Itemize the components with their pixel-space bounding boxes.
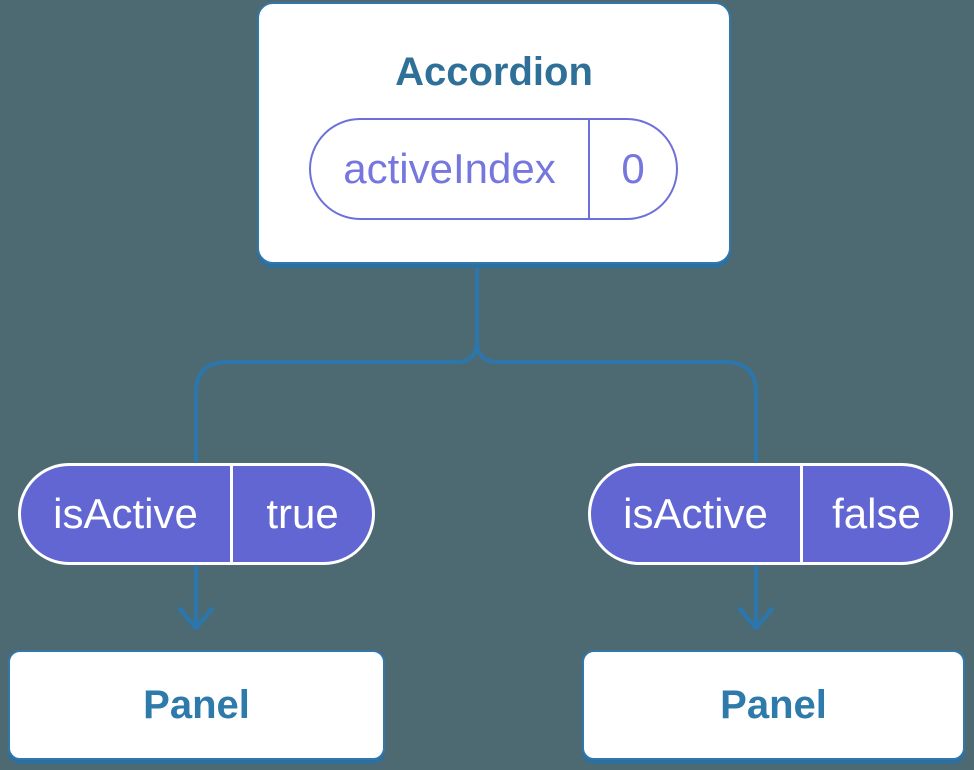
prop-pill-isactive-true: isActive true — [18, 463, 375, 565]
state-value-label: 0 — [621, 145, 645, 192]
accordion-node-title: Accordion — [395, 50, 593, 94]
prop-name-label: isActive — [591, 466, 803, 562]
prop-pill-isactive-false: isActive false — [588, 463, 953, 565]
branch-left-line — [194, 264, 479, 463]
panel-node-left: Panel — [8, 650, 385, 760]
prop-value-label: false — [832, 490, 921, 537]
panel-node-right: Panel — [582, 650, 965, 760]
arrow-down-right-icon — [737, 564, 775, 631]
state-pill-activeindex: activeIndex 0 — [309, 118, 678, 220]
panel-node-title: Panel — [720, 682, 827, 727]
prop-value-label: true — [266, 490, 339, 537]
panel-node-title: Panel — [143, 682, 250, 727]
prop-name-label: isActive — [21, 466, 233, 562]
state-name-label: activeIndex — [311, 120, 590, 218]
branch-right-line — [475, 339, 758, 463]
arrow-down-left-icon — [177, 564, 215, 631]
